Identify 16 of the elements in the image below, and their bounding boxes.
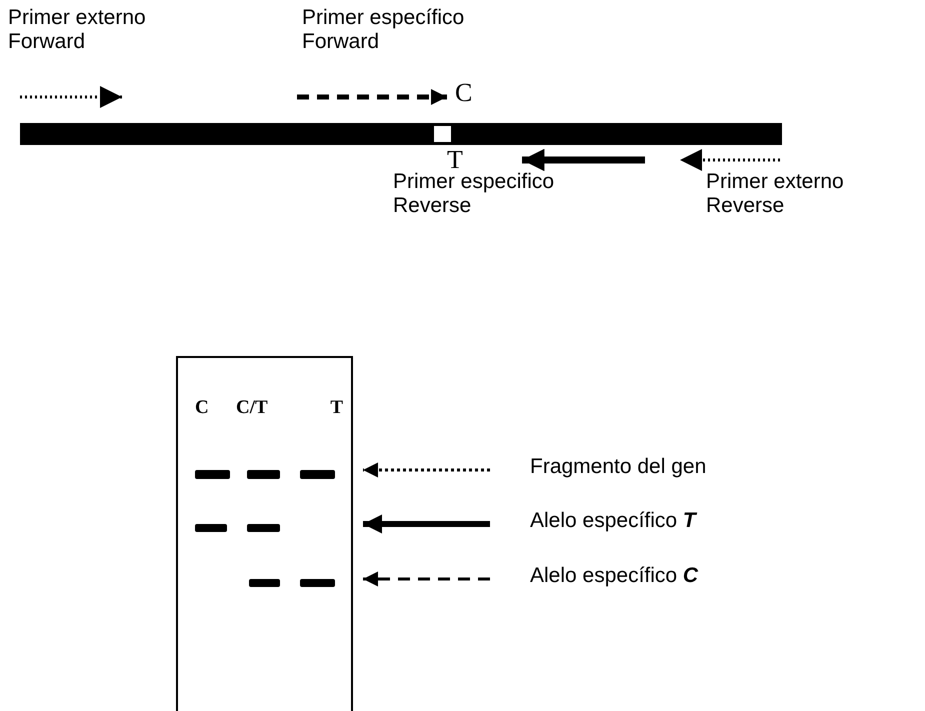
lane-label: C — [195, 398, 209, 418]
arrow — [363, 572, 490, 586]
primer-label: Primer específico Forward — [302, 6, 466, 54]
gel-panel — [176, 356, 353, 711]
legend-text: Alelo específico T — [530, 509, 696, 532]
legend-text: Fragmento del gen — [530, 455, 706, 478]
primer-label: Primer externo Reverse — [706, 170, 845, 218]
arrow — [363, 462, 490, 478]
lane-label: C/T — [236, 398, 268, 418]
primer-label: Primer externo Forward — [8, 6, 147, 54]
primer-label: Primer especifico Reverse — [393, 170, 556, 218]
arrow — [363, 514, 490, 534]
base-letter: T — [447, 147, 463, 173]
base-letter: C — [455, 80, 472, 106]
lane-label: T — [330, 398, 343, 418]
legend-text: Alelo específico C — [530, 564, 698, 587]
